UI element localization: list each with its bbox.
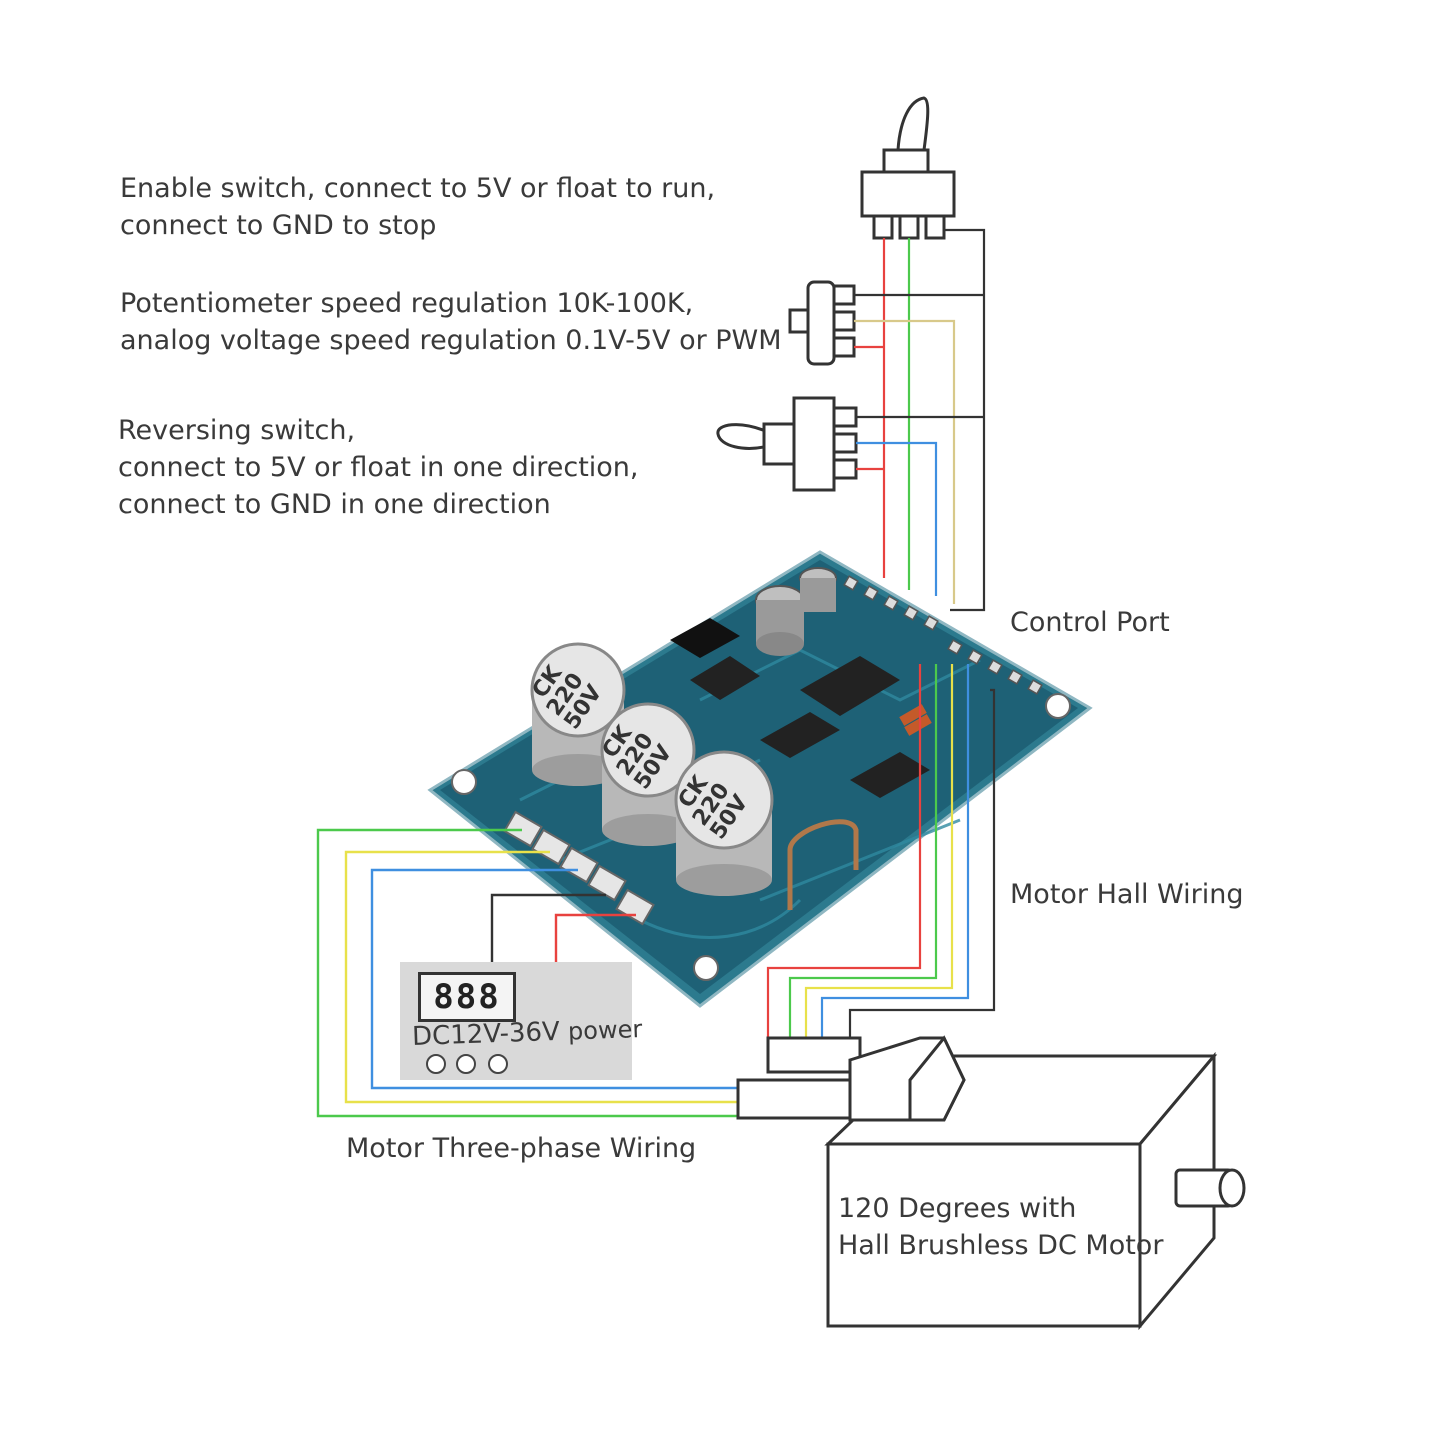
capacitor-3-icon — [674, 750, 774, 896]
phase-wires — [316, 828, 738, 1118]
reversing-switch-line-2: connect to 5V or float in one direction, — [118, 452, 639, 483]
power-terminal-2 — [456, 1054, 476, 1074]
reversing-switch-label: Reversing switch, connect to 5V or float… — [118, 412, 639, 523]
reversing-switch-line-1: Reversing switch, — [118, 415, 356, 446]
potentiometer-label: Potentiometer speed regulation 10K-100K,… — [120, 285, 782, 359]
motor-icon — [736, 1035, 1246, 1331]
motor-three-phase-label: Motor Three-phase Wiring — [346, 1133, 697, 1164]
motor-label: 120 Degrees with Hall Brushless DC Motor — [838, 1190, 1163, 1264]
control-wires — [854, 228, 986, 612]
power-display-icon: 888 — [418, 972, 516, 1022]
power-terminal-3 — [488, 1054, 508, 1074]
motor-line-2: Hall Brushless DC Motor — [838, 1230, 1164, 1261]
potentiometer-line-2: analog voltage speed regulation 0.1V-5V … — [120, 325, 782, 356]
potentiometer-icon — [788, 280, 856, 366]
enable-switch-icon — [860, 96, 956, 240]
power-voltage: DC12V-36V — [411, 1016, 561, 1053]
reversing-switch-line-3: connect to GND in one direction — [118, 489, 551, 520]
control-port-label: Control Port — [1010, 607, 1170, 638]
reversing-switch-icon — [716, 396, 858, 492]
potentiometer-line-1: Potentiometer speed regulation 10K-100K, — [120, 288, 694, 319]
power-terminal-1 — [426, 1054, 446, 1074]
power-word: power — [567, 1014, 643, 1046]
enable-switch-line-2: connect to GND to stop — [120, 210, 437, 241]
motor-line-1: 120 Degrees with — [838, 1193, 1077, 1224]
capacitor-1-icon — [530, 642, 626, 786]
motor-hall-wiring-label: Motor Hall Wiring — [1010, 879, 1244, 910]
hall-wires — [766, 664, 996, 1038]
enable-switch-label: Enable switch, connect to 5V or float to… — [120, 170, 715, 244]
enable-switch-line-1: Enable switch, connect to 5V or float to… — [120, 173, 716, 204]
